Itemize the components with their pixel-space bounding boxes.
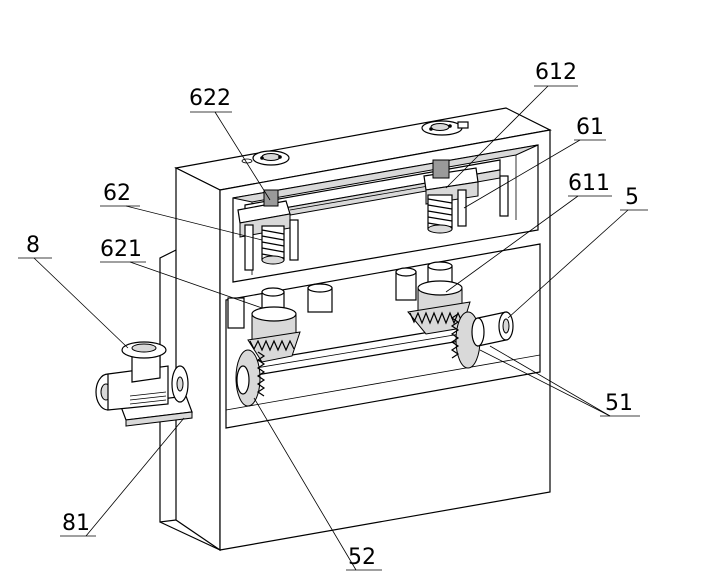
label-61: 61 — [576, 115, 604, 140]
vertical-shaft-left-621 — [251, 287, 297, 341]
label-5: 5 — [625, 185, 639, 210]
label-621: 621 — [100, 237, 142, 262]
top-boss-right — [421, 120, 469, 136]
label-51: 51 — [605, 391, 633, 416]
shaft-end-5 — [471, 311, 514, 347]
bevel-gear-52 — [235, 349, 266, 407]
spring-622 — [261, 225, 285, 265]
label-611: 611 — [568, 171, 610, 196]
guide-posts — [244, 175, 509, 271]
label-622: 622 — [189, 86, 231, 111]
spring-612 — [427, 194, 453, 234]
label-8: 8 — [26, 233, 40, 258]
leader-lines — [18, 85, 648, 571]
label-81: 81 — [62, 511, 90, 536]
label-52: 52 — [348, 545, 376, 570]
top-boss-left — [241, 150, 290, 166]
motor-8 — [95, 341, 193, 427]
middle-posts — [227, 267, 417, 329]
label-612: 612 — [535, 60, 577, 85]
part-labels: 622 612 61 611 5 51 62 621 8 81 52 — [26, 60, 639, 570]
label-62: 62 — [103, 181, 131, 206]
